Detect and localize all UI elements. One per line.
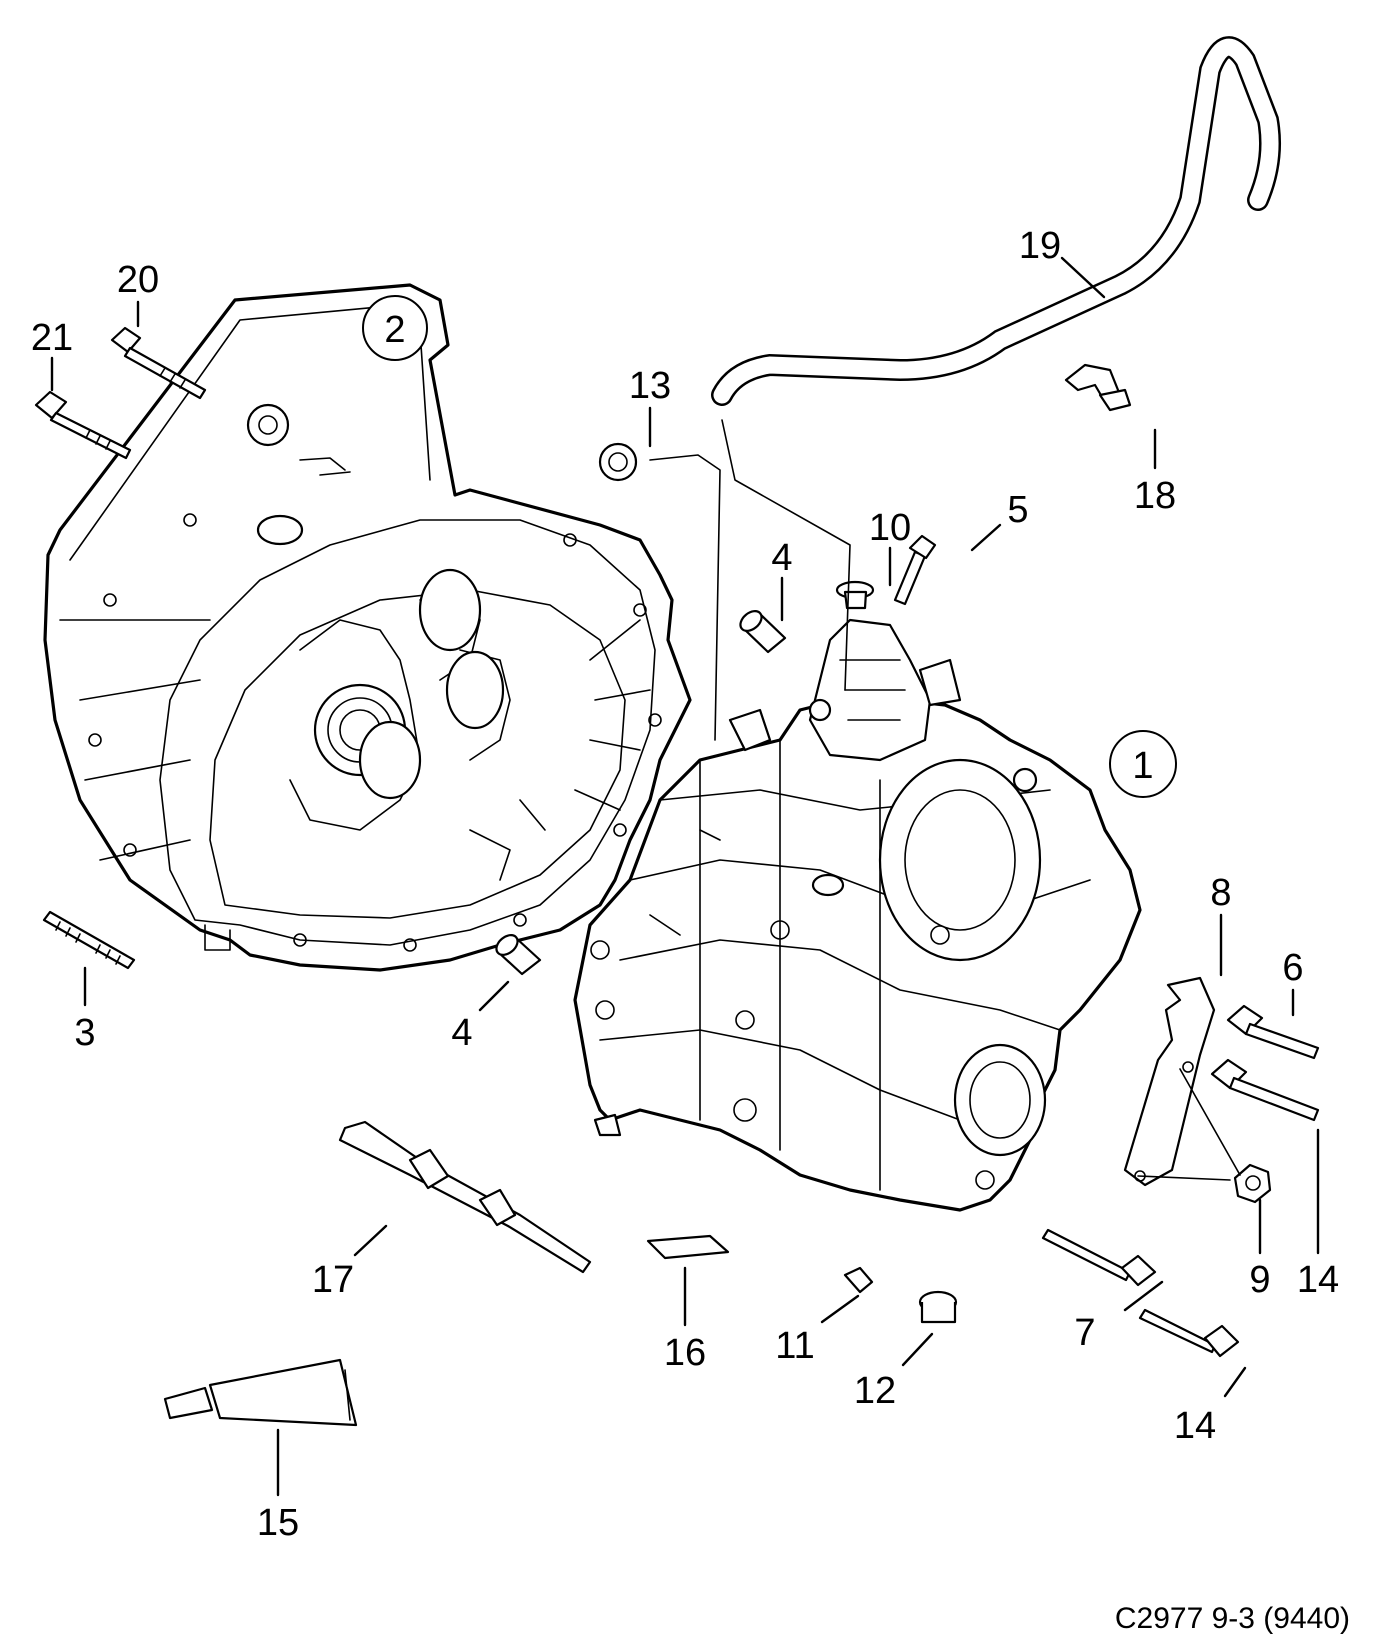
callout-18: 18 — [1134, 475, 1176, 517]
plug-part-12 — [918, 1290, 958, 1324]
callout-16: 16 — [664, 1332, 706, 1374]
bolt-part-7 — [1041, 1228, 1157, 1287]
bolt-part-21 — [34, 390, 132, 460]
callout-14-lower: 14 — [1174, 1405, 1216, 1447]
gasket-part-16 — [646, 1234, 730, 1260]
callout-7: 7 — [1074, 1312, 1095, 1354]
callout-4-lower: 4 — [451, 1012, 472, 1054]
plug-part-11 — [843, 1266, 874, 1294]
leader-lines — [50, 256, 1320, 1497]
hose-clip-part-18 — [1064, 363, 1132, 412]
sleeve-part-4-lower — [495, 934, 542, 976]
stud-bolt-part-3 — [42, 910, 136, 970]
bolt-part-20 — [110, 326, 207, 400]
callout-8: 8 — [1210, 872, 1231, 914]
sleeve-part-4-upper — [739, 610, 787, 654]
callout-4-upper: 4 — [771, 537, 792, 579]
callout-14-upper: 14 — [1297, 1259, 1339, 1301]
callout-5: 5 — [1007, 489, 1028, 531]
callout-21: 21 — [31, 317, 73, 359]
selector-shaft-part-17 — [338, 1120, 592, 1274]
bolt-part-14-upper — [1210, 1058, 1320, 1122]
assembly-circle-1 — [1109, 730, 1177, 798]
assembly-circle-2 — [362, 295, 428, 361]
figure-code: C2977 9-3 (9440) — [1115, 1602, 1350, 1635]
bolt-part-14-lower — [1138, 1308, 1240, 1358]
callout-2: 2 — [384, 309, 405, 351]
bracket-part-8 — [1123, 976, 1216, 1187]
gearbox-casing-part-1 — [573, 618, 1142, 1212]
callout-13: 13 — [629, 365, 671, 407]
nut-part-9 — [1137, 1068, 1272, 1204]
breather-hose-part-19 — [711, 36, 1282, 691]
callout-15: 15 — [257, 1502, 299, 1544]
breather-part-13 — [598, 442, 721, 741]
bolt-part-6 — [1226, 1004, 1320, 1060]
plug-part-10 — [835, 580, 875, 610]
callout-6: 6 — [1282, 947, 1303, 989]
callout-3: 3 — [74, 1012, 95, 1054]
callout-17: 17 — [312, 1259, 354, 1301]
sealant-tube-part-15 — [163, 1358, 358, 1427]
callout-20: 20 — [117, 259, 159, 301]
callout-12: 12 — [854, 1370, 896, 1412]
callout-10: 10 — [869, 507, 911, 549]
callout-9: 9 — [1249, 1259, 1270, 1301]
clutch-housing-part-2 — [43, 283, 692, 972]
callout-19: 19 — [1019, 225, 1061, 267]
callout-11: 11 — [775, 1325, 814, 1367]
bolt-part-5 — [893, 534, 937, 606]
callout-1: 1 — [1132, 745, 1153, 787]
